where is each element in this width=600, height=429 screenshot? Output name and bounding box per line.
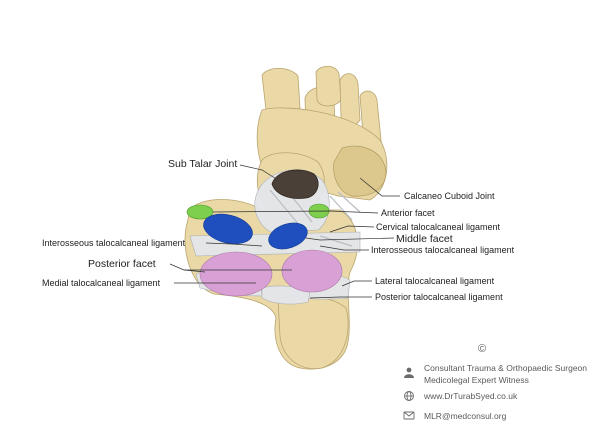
label-calcaneo-cuboid-joint: Calcaneo Cuboid Joint bbox=[404, 191, 495, 201]
globe-icon bbox=[404, 391, 414, 401]
fibre-4 bbox=[337, 191, 361, 213]
cuboid bbox=[333, 145, 387, 197]
fibre-5 bbox=[319, 235, 353, 247]
leader-cervical bbox=[329, 225, 375, 233]
fibre-1 bbox=[269, 189, 301, 227]
subtalar-joint-cavity bbox=[271, 169, 319, 199]
credit-website: www.DrTurabSyed.co.uk bbox=[424, 391, 518, 401]
posterior-ligament-band bbox=[261, 285, 311, 305]
middle-facet-left bbox=[203, 213, 253, 245]
posterior-facet-right bbox=[281, 249, 343, 293]
leader-lateral-ligament bbox=[341, 280, 372, 287]
labels: Sub Talar Joint Calcaneo Cuboid Joint An… bbox=[42, 158, 515, 302]
credit-email: MLR@medconsul.org bbox=[424, 411, 507, 421]
leader-middle-facet bbox=[305, 237, 395, 241]
mail-icon bbox=[403, 411, 415, 420]
metatarsal-4 bbox=[339, 73, 361, 126]
label-sub-talar-joint: Sub Talar Joint bbox=[168, 158, 237, 170]
leader-interosseous-left bbox=[205, 242, 263, 247]
leader-interosseous-right bbox=[319, 245, 369, 251]
metatarsal-3 bbox=[315, 65, 342, 107]
leader-sub-talar bbox=[239, 164, 279, 181]
label-medial-ligament: Medial talocalcaneal ligament bbox=[42, 278, 161, 288]
copyright-symbol: © bbox=[478, 343, 487, 355]
label-middle-facet: Middle facet bbox=[396, 233, 453, 245]
label-interosseous-right: Interosseous talocalcaneal ligament bbox=[371, 245, 515, 255]
leader-anterior-facet bbox=[212, 210, 379, 214]
leader-posterior-ligament bbox=[309, 296, 372, 299]
label-posterior-ligament: Posterior talocalcaneal ligament bbox=[375, 292, 503, 302]
fibre-3 bbox=[329, 195, 353, 221]
leader-lines bbox=[169, 164, 400, 299]
label-anterior-facet: Anterior facet bbox=[381, 208, 435, 218]
label-posterior-facet: Posterior facet bbox=[88, 258, 156, 270]
posterior-facet-left bbox=[199, 251, 273, 297]
label-interosseous-left: Interosseous talocalcaneal ligament bbox=[42, 238, 186, 248]
credit-title-line2: Medicolegal Expert Witness bbox=[424, 375, 529, 385]
middle-facet-right bbox=[268, 222, 308, 250]
label-cervical-ligament: Cervical talocalcaneal ligament bbox=[376, 222, 501, 232]
credit-title-line1: Consultant Trauma & Orthopaedic Surgeon bbox=[424, 363, 588, 373]
label-lateral-ligament: Lateral talocalcaneal ligament bbox=[375, 276, 495, 286]
person-icon bbox=[404, 367, 414, 378]
leader-calcaneo-cuboid bbox=[359, 177, 400, 197]
